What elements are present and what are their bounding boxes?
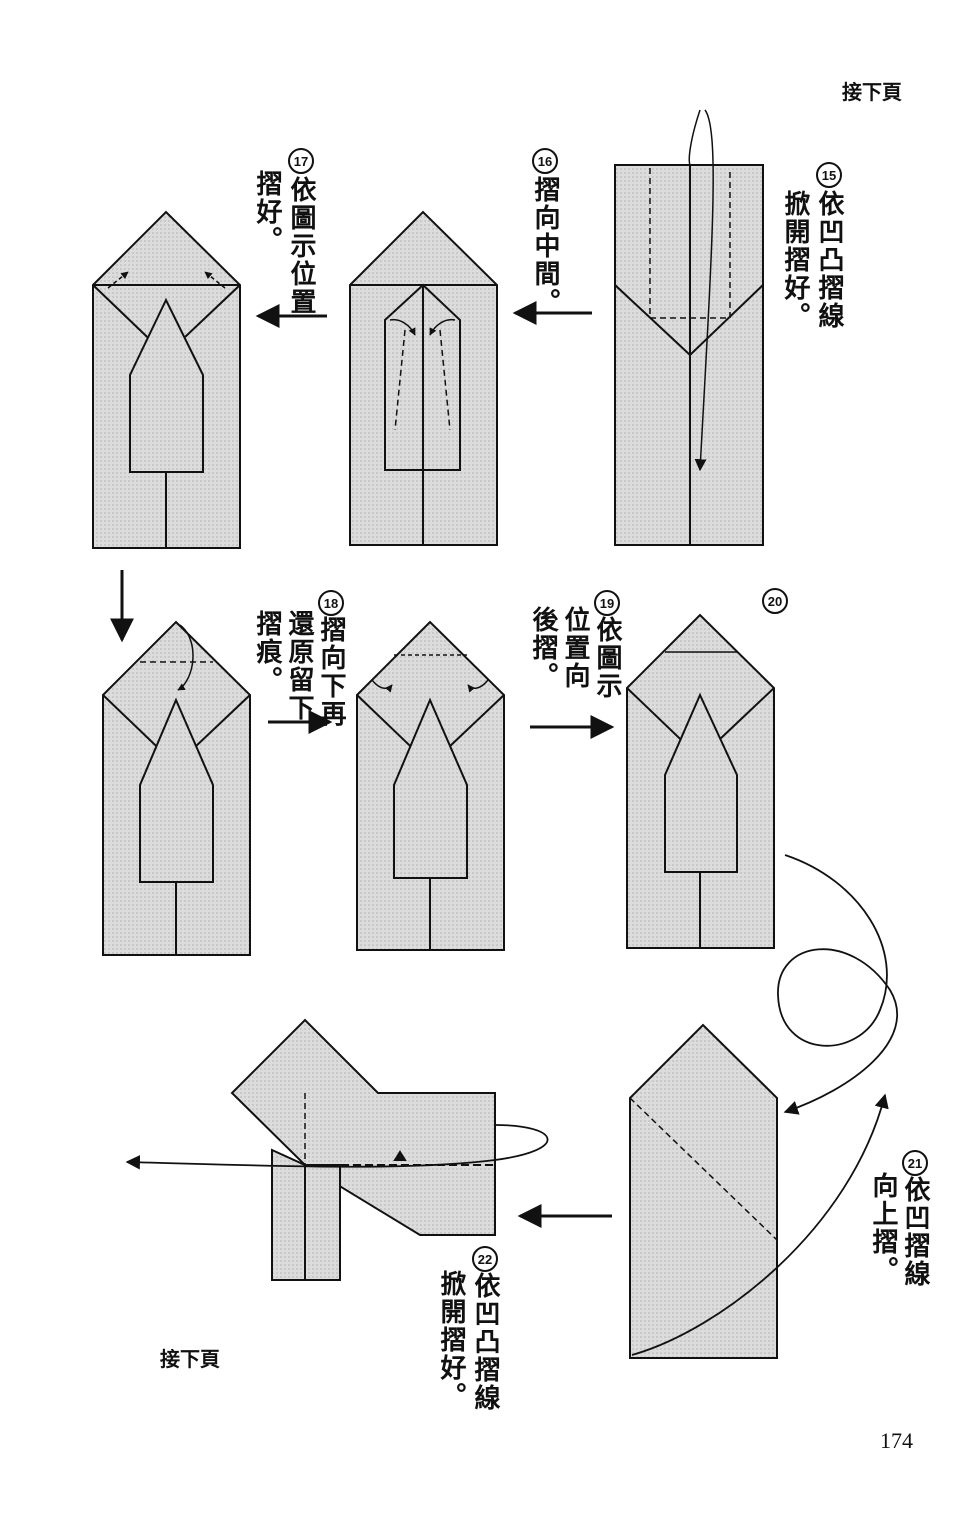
step-15-number: 15: [816, 162, 842, 188]
step-20-figure: [626, 613, 775, 949]
step-18-number: 18: [318, 590, 344, 616]
step-18-line2: 還原留下: [284, 610, 314, 722]
step-19-line1: 依圖示: [592, 616, 622, 700]
step-21-line1: 依凹摺線: [900, 1176, 930, 1288]
step-18-line3: 摺痕。: [252, 610, 282, 694]
step-21-number: 21: [902, 1150, 928, 1176]
step-15-line1: 依凹凸摺線: [814, 190, 844, 330]
step-19-number: 19: [594, 590, 620, 616]
step-16-figure: [349, 210, 498, 546]
footer-next-page: 接下頁: [160, 1347, 220, 1371]
step-17-figure: [92, 210, 241, 549]
step-15-line2: 掀開摺好。: [780, 190, 810, 330]
step-22-number: 22: [472, 1246, 498, 1272]
step-18-figure: [102, 620, 251, 956]
arrow-20-to-21: [777, 854, 898, 1115]
page-number: 174: [880, 1428, 913, 1453]
step-22-line1: 依凹凸摺線: [470, 1272, 500, 1412]
step-21-line2: 向上摺。: [868, 1172, 898, 1284]
step-16-line1: 摺向中間。: [530, 176, 560, 316]
header-next-page: 接下頁: [842, 80, 902, 104]
step-18-line1: 摺向下再: [316, 616, 346, 728]
step-16-number: 16: [532, 148, 558, 174]
step-17-line1: 依圖示位置: [286, 176, 316, 316]
step-17-number: 17: [288, 148, 314, 174]
step-17-line2: 摺好。: [252, 170, 282, 254]
step-22-figure: [125, 1018, 549, 1281]
step-19-line3: 後摺。: [528, 606, 558, 690]
step-22-line2: 掀開摺好。: [436, 1270, 466, 1410]
step-19-line2: 位置向: [560, 606, 590, 690]
step-20-number: 20: [762, 588, 788, 614]
step-21-paper: [629, 1023, 778, 1359]
step-15-figure: [614, 109, 764, 546]
step-19-figure: [356, 620, 505, 951]
step-21-figure: [629, 1023, 889, 1359]
